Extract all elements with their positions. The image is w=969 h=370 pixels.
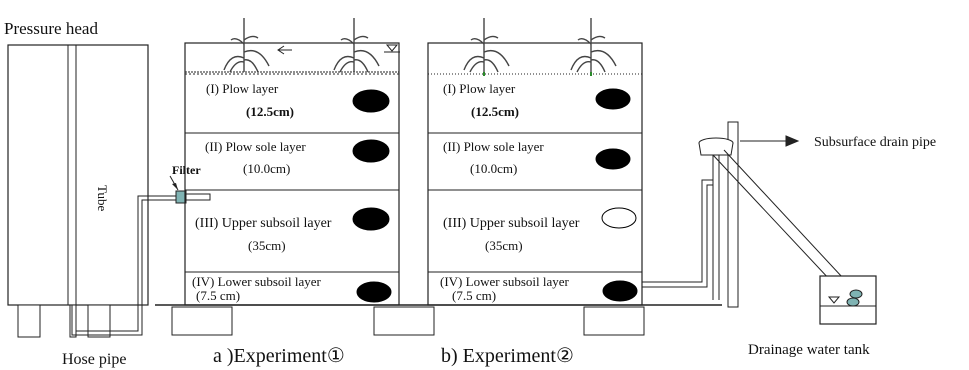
plant-1 — [223, 18, 270, 73]
c1-sensor-1 — [352, 89, 390, 113]
c2-layer3-depth: (35cm) — [485, 238, 523, 253]
plant-2 — [333, 18, 380, 73]
c2-sensor-3 — [601, 207, 637, 229]
filter-label: Filter — [172, 163, 201, 177]
c2-sensor-4 — [602, 280, 638, 302]
c1-layer3-name: (III) Upper subsoil layer — [195, 216, 332, 231]
subsurface-drain-label: Subsurface drain pipe — [814, 135, 936, 150]
hose-pipe — [71, 195, 176, 336]
tube-label: Tube — [95, 185, 110, 211]
drain-connection-pipe — [642, 179, 713, 288]
drainage-water-tank — [819, 275, 877, 325]
c2-layer1-name: (I) Plow layer — [443, 81, 516, 96]
c2-layer1-depth: (12.5cm) — [471, 104, 519, 119]
experiment-b-caption: b) Experiment② — [441, 345, 574, 367]
c2-layer4-name: (IV) Lower subsoil layer — [440, 274, 570, 289]
soil-column-1 — [184, 42, 400, 306]
plant-3 — [463, 18, 510, 73]
c2-sensor-1 — [595, 88, 631, 110]
c2-layer4-depth: (7.5 cm) — [452, 288, 496, 303]
drainage-tank-label: Drainage water tank — [748, 342, 870, 358]
pressure-head-label: Pressure head — [4, 19, 98, 38]
subsurface-drain-pipe — [698, 121, 857, 308]
c2-layer2-depth: (10.0cm) — [470, 161, 517, 176]
c1-layer4-depth: (7.5 cm) — [196, 288, 240, 303]
c1-layer1-depth: (12.5cm) — [246, 104, 294, 119]
pressure-head-tank — [7, 44, 149, 338]
c1-layer2-depth: (10.0cm) — [243, 161, 290, 176]
c1-layer2-name: (II) Plow sole layer — [205, 139, 306, 154]
c1-sensor-4 — [356, 281, 392, 303]
filter — [169, 175, 211, 204]
c2-layer2-name: (II) Plow sole layer — [443, 139, 544, 154]
c1-sensor-2 — [352, 139, 390, 163]
soil-column-2 — [427, 42, 643, 306]
supports — [171, 306, 645, 336]
c1-layer1-name: (I) Plow layer — [206, 81, 279, 96]
plant-4 — [570, 18, 617, 73]
c2-sensor-2 — [595, 148, 631, 170]
experiment-a-caption: a )Experiment① — [213, 345, 345, 367]
c2-layer3-name: (III) Upper subsoil layer — [443, 216, 580, 231]
c1-layer4-name: (IV) Lower subsoil layer — [192, 274, 322, 289]
c1-layer3-depth: (35cm) — [248, 238, 286, 253]
c1-sensor-3 — [352, 207, 390, 231]
hose-pipe-label: Hose pipe — [62, 351, 126, 368]
